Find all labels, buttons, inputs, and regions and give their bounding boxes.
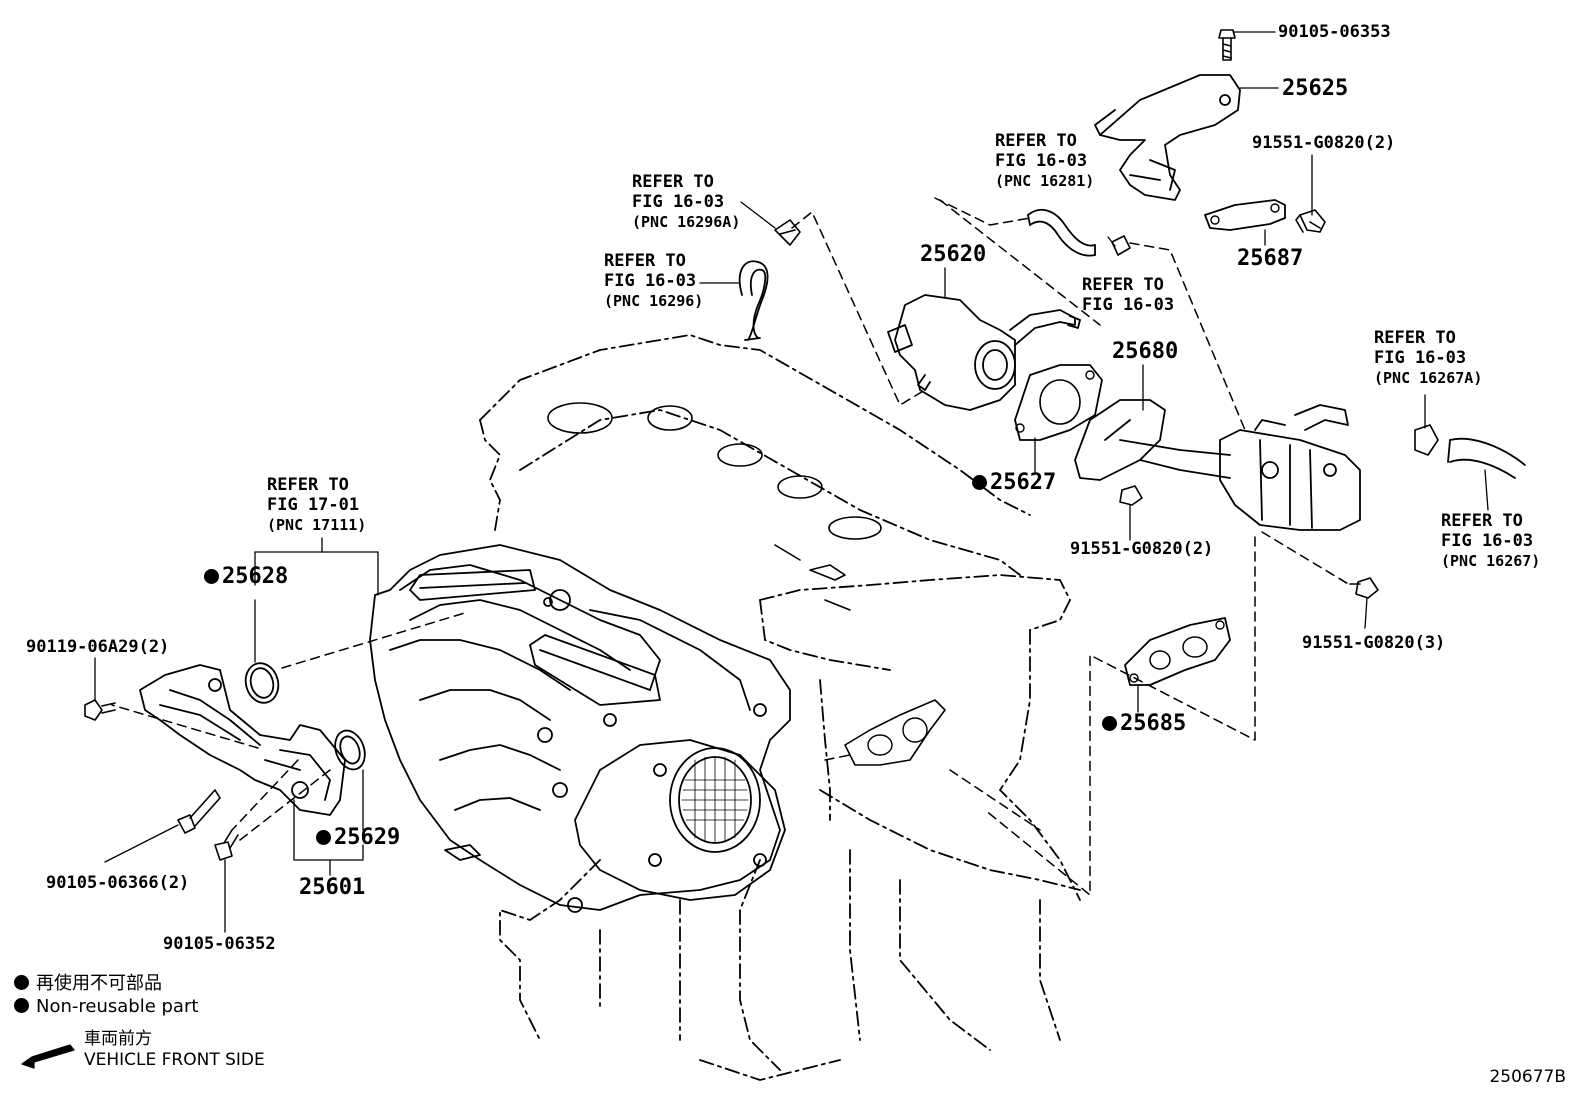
- label-25628: 25628: [204, 565, 288, 589]
- label-25680: 25680: [1112, 339, 1179, 364]
- front-side-jp: 車両前方: [84, 1029, 152, 1049]
- part-25601: [139, 664, 346, 816]
- label-25625: 25625: [1282, 76, 1349, 101]
- figure-id: 250677B: [1489, 1067, 1566, 1087]
- refer-16267a-line1: REFER TO: [1374, 328, 1456, 348]
- label-91551-g0820-2-top: 91551-G0820(2): [1252, 133, 1396, 153]
- hose-16281: [1027, 208, 1096, 257]
- refer-16267-line3: (PNC 16267): [1441, 552, 1541, 570]
- refer-1603-line2: FIG 16-03: [1082, 295, 1175, 315]
- ring-25628: [244, 662, 280, 704]
- clamp-16281: [1111, 235, 1131, 256]
- leader-lines: [94, 31, 1489, 933]
- refer-16267a-line3: (PNC 16267A): [1374, 369, 1483, 387]
- egr-pipe-25680: [1074, 399, 1231, 481]
- refer-16267a-line2: FIG 16-03: [1374, 348, 1467, 368]
- label-91551-g0820-3: 91551-G0820(3): [1302, 633, 1446, 653]
- bolt-91551-g0820-mid: [1119, 485, 1143, 506]
- refer-16296a-line3: (PNC 16296A): [632, 213, 741, 231]
- non-reusable-marker-icon: [316, 830, 331, 845]
- front-side-en: VEHICLE FRONT SIDE: [84, 1050, 265, 1070]
- refer-1603: REFER TO FIG 16-03: [1082, 275, 1174, 315]
- non-reusable-marker-icon: [14, 975, 29, 990]
- label-90105-06352: 90105-06352: [163, 934, 276, 954]
- label-91551-g0820-2-mid: 91551-G0820(2): [1070, 539, 1214, 559]
- label-90105-06366: 90105-06366(2): [46, 873, 190, 893]
- refer-16267-line2: FIG 16-03: [1441, 531, 1534, 551]
- refer-16281-line2: FIG 16-03: [995, 151, 1088, 171]
- valve-cover-holes: [547, 402, 882, 611]
- refer-16296a-line1: REFER TO: [632, 172, 714, 192]
- label-90119-06a29: 90119-06A29(2): [26, 637, 170, 657]
- bolt-90105-06353: [1218, 29, 1236, 61]
- throttle-body: [574, 739, 786, 901]
- label-25687: 25687: [1237, 246, 1304, 271]
- label-25620: 25620: [920, 242, 987, 267]
- refer-16296-line1: REFER TO: [604, 251, 686, 271]
- refer-16296-line3: (PNC 16296): [604, 292, 704, 310]
- label-25601: 25601: [299, 875, 366, 900]
- bolt-91551-g0820-right: [1349, 577, 1379, 599]
- legend-jp: 再使用不可部品: [14, 973, 162, 995]
- hose-16296: [738, 260, 769, 341]
- bracket-25625: [1094, 74, 1241, 201]
- label-25685: 25685: [1102, 712, 1186, 736]
- intake-manifold: [369, 544, 791, 913]
- bolt-90105-06352: [214, 829, 239, 861]
- legend-en: Non-reusable part: [14, 996, 198, 1018]
- arrow-left-down-icon: [21, 1044, 75, 1069]
- refer-16267a: REFER TO FIG 16-03 (PNC 16267A): [1374, 328, 1482, 388]
- refer-1603-line1: REFER TO: [1082, 275, 1164, 295]
- refer-16267-line1: REFER TO: [1441, 511, 1523, 531]
- plate-25687: [1204, 199, 1286, 231]
- non-reusable-marker-icon: [1102, 716, 1117, 731]
- refer-17111-line1: REFER TO: [267, 475, 349, 495]
- refer-16296a: REFER TO FIG 16-03 (PNC 16296A): [632, 172, 740, 232]
- non-reusable-marker-icon: [972, 475, 987, 490]
- gasket-25629: [334, 729, 366, 771]
- refer-16296-line2: FIG 16-03: [604, 271, 697, 291]
- refer-16296a-line2: FIG 16-03: [632, 192, 725, 212]
- refer-16281-line3: (PNC 16281): [995, 172, 1095, 190]
- assembly-lines: [111, 197, 1351, 896]
- non-reusable-marker-icon: [14, 998, 29, 1013]
- label-25629: 25629: [316, 826, 400, 850]
- label-25627: 25627: [972, 471, 1056, 495]
- label-90105-06353: 90105-06353: [1278, 22, 1391, 42]
- refer-16281-line1: REFER TO: [995, 131, 1077, 151]
- clamp-16296a: [774, 219, 801, 246]
- gasket-exhaust: [844, 699, 946, 766]
- clamp-16267a: [1414, 424, 1439, 456]
- egr-valve: [887, 294, 1081, 411]
- refer-16281: REFER TO FIG 16-03 (PNC 16281): [995, 131, 1094, 191]
- non-reusable-marker-icon: [204, 569, 219, 584]
- refer-16296: REFER TO FIG 16-03 (PNC 16296): [604, 251, 703, 311]
- gasket-25685: [1124, 617, 1231, 686]
- engine-outline: [479, 334, 1081, 1081]
- refer-16267: REFER TO FIG 16-03 (PNC 16267): [1441, 511, 1540, 571]
- hose-16267: [1447, 437, 1526, 479]
- gasket-25627-hole: [1039, 379, 1081, 425]
- bolt-91551-g0820-top: [1295, 209, 1326, 233]
- bolt-90119-06a29: [84, 699, 116, 721]
- refer-17111-line2: FIG 17-01: [267, 495, 360, 515]
- egr-cooler-valve: [1219, 404, 1361, 531]
- gasket-25627: [1014, 364, 1103, 441]
- bolt-90105-06366: [177, 789, 221, 834]
- refer-17111-line3: (PNC 17111): [267, 516, 367, 534]
- refer-17111: REFER TO FIG 17-01 (PNC 17111): [267, 475, 366, 535]
